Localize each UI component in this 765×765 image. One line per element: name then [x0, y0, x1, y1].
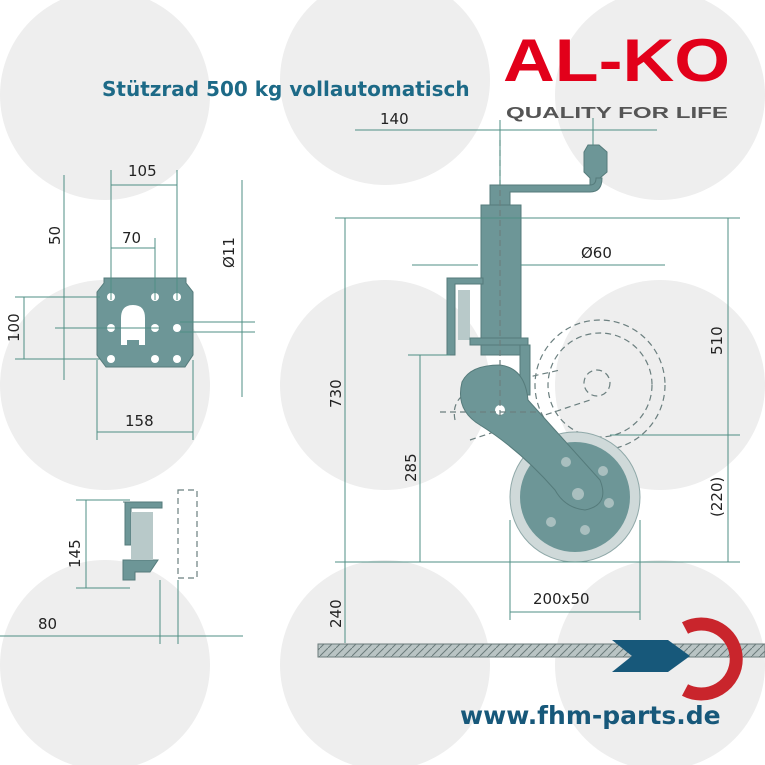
dim-70: 70	[122, 229, 141, 247]
dim-80: 80	[38, 615, 57, 633]
dim-100: 100	[5, 313, 23, 342]
bracket-side-view: 145 80	[0, 489, 243, 644]
alko-logo: AL-KO	[503, 27, 730, 94]
dim-285: 285	[402, 453, 420, 482]
dim-220: (220)	[708, 477, 726, 517]
jockey-wheel-view: 140 Ø60 730 285 510 (220) 200x50 240	[327, 110, 740, 643]
dim-hole-diameter: Ø11	[220, 237, 238, 268]
dim-158: 158	[125, 412, 154, 430]
fhm-logo	[612, 617, 743, 701]
dim-140: 140	[380, 110, 409, 128]
mounting-plate-view: 105 70 50 100 Ø11 158	[5, 162, 255, 440]
ground-hatch	[317, 643, 765, 658]
dim-510: 510	[708, 326, 726, 355]
dim-105: 105	[128, 162, 157, 180]
dim-tube-diameter: Ø60	[581, 244, 612, 262]
page-title: Stützrad 500 kg vollautomatisch	[102, 77, 470, 101]
dim-wheel-size: 200x50	[533, 590, 590, 608]
dim-240: 240	[327, 599, 345, 628]
dim-50: 50	[46, 226, 64, 245]
website-link[interactable]: www.fhm-parts.de	[460, 701, 721, 730]
dim-145: 145	[66, 539, 84, 568]
dim-730: 730	[327, 379, 345, 408]
alko-slogan: QUALITY FOR LIFE	[506, 105, 728, 122]
